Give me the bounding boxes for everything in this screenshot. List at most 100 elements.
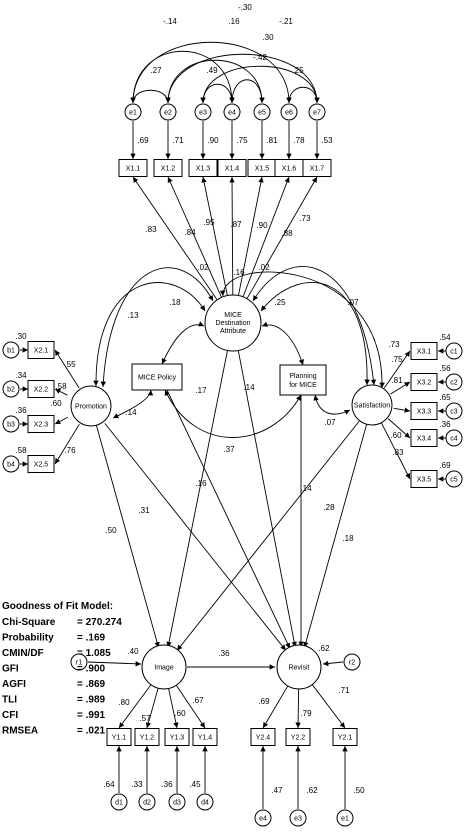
x1-error-5-label: e5 [258, 110, 266, 117]
y2-error-3-label: e1 [341, 816, 349, 823]
x1-covariance-value: -.30 [238, 3, 252, 12]
promotion-to-x2-path-3 [54, 416, 69, 425]
x3-error-variance: .69 [439, 461, 451, 470]
x1-loading-value: .87 [230, 220, 242, 229]
satisfaction-circle [351, 384, 393, 426]
indicator-x1-7-label: X1.7 [310, 166, 325, 173]
indicator-x1-1-label: X1.1 [126, 166, 141, 173]
indicator-x3-3-label: X3.3 [417, 409, 432, 416]
mice-to-x1-path-6 [242, 176, 290, 297]
indicator-y1-4-box [192, 728, 218, 746]
planning-for-mice-box [279, 364, 327, 396]
image-label: Image [154, 665, 174, 672]
revisit-to-y2-path-3 [311, 683, 346, 729]
mice-to-x1-path-7 [246, 176, 318, 299]
x1-error-2-label: e2 [164, 110, 172, 117]
y1-error-variance: .45 [189, 780, 201, 789]
planning-revisit-value: .14 [300, 484, 312, 493]
y1-error-4-circle [196, 793, 214, 811]
x1-covariance-value: -.14 [163, 17, 177, 26]
policy-revisit-value: .16 [195, 479, 207, 488]
y1-error-1-label: d1 [115, 800, 123, 807]
image-to-y1-path-1 [118, 683, 152, 729]
satisfaction-to-image-path [176, 420, 360, 651]
x1-error-3-circle [194, 103, 212, 121]
satisfaction-image-value: .28 [323, 503, 335, 512]
y1-loading-value: .67 [192, 696, 204, 705]
fit-stat-value: = 270.274 [77, 617, 122, 628]
indicator-y2-3-box [332, 728, 358, 746]
x1-covariance-value: .30 [262, 33, 274, 42]
r2-value: .62 [318, 644, 330, 653]
promotion-to-image-path [96, 425, 160, 648]
y2-error-variance: .47 [271, 786, 283, 795]
indicator-x2-1-label: X2.1 [34, 348, 49, 355]
x1-loading-value: .88 [281, 229, 293, 238]
indicator-x3-3-box [410, 402, 438, 420]
x1-error-4-circle [223, 103, 241, 121]
x1-loading-value: .95 [203, 218, 215, 227]
y2-error-1-label: e4 [259, 816, 267, 823]
fit-stat-value: = .021 [77, 726, 106, 737]
x1-error-covariance-6 [130, 89, 171, 104]
revisit-to-y2-path-1 [262, 684, 289, 729]
x2-error-2-circle [2, 380, 20, 398]
y2-error-1-circle [254, 809, 272, 827]
mice-to-x1-path-4 [229, 176, 235, 296]
x1-loading-value: .90 [256, 221, 268, 230]
x1-covariance-value: -.21 [279, 17, 293, 26]
mice-policy-box [131, 363, 183, 391]
r2-to-revisit-path [322, 660, 344, 667]
promotion-to-x2-path-4 [54, 423, 80, 465]
mice-promotion-covariance-outer [100, 267, 214, 388]
x3-error-variance: .65 [439, 393, 451, 402]
indicator-x3-5-box [410, 470, 438, 488]
fit-stat-value: = .991 [77, 710, 106, 721]
planning-satisfaction-value: .07 [324, 418, 336, 427]
x3-error-3-label: c3 [450, 409, 458, 416]
x3-loading-value: .60 [390, 431, 402, 440]
image-circle [141, 644, 187, 690]
indicator-x1-5-label: X1.5 [255, 166, 270, 173]
x1-error-covariance-1 [130, 50, 235, 104]
indicator-x1-3-label: X1.3 [196, 166, 211, 173]
indicator-y1-4-label: Y1.4 [198, 735, 213, 742]
x1-error-variance: .69 [137, 136, 149, 145]
mice-satisfaction-covariance-top [219, 271, 385, 389]
x2-loading-value: .58 [55, 382, 67, 391]
satisfaction-to-x3-path-1 [383, 350, 411, 389]
fit-stat-value: = .989 [77, 695, 106, 706]
mice-policy-label: MICE Policy [138, 375, 177, 382]
x1-error-2-circle [159, 103, 177, 121]
indicator-x2-4-box [27, 455, 55, 473]
indicator-x2-3-box [27, 415, 55, 433]
y2-loading-value: .69 [258, 697, 270, 706]
indicator-x1-2-box [153, 159, 183, 177]
x2-error-3-label: b3 [7, 422, 15, 429]
indicator-y1-2-box [134, 728, 160, 746]
x1-covariance-value: .25 [292, 66, 304, 75]
x3-error-4-circle [445, 429, 463, 447]
promotion-policy-value: .14 [125, 408, 137, 417]
x1-error-covariance-9 [286, 86, 320, 104]
y1-error-variance: .64 [103, 780, 115, 789]
fit-stat-name: RMSEA [2, 726, 38, 737]
x3-error-variance: .36 [439, 420, 451, 429]
promotion-policy-covariance [112, 389, 154, 419]
mice-to-revisit-path [237, 350, 297, 648]
x1-error-covariance-2 [130, 41, 292, 104]
x2-loading-value: .76 [64, 446, 76, 455]
indicator-x1-4-label: X1.4 [225, 166, 240, 173]
indicator-x1-1-box [118, 159, 148, 177]
indicator-y2-2-label: Y2.2 [291, 735, 306, 742]
x3-loading-value: .73 [388, 340, 400, 349]
planning-for-mice-label: Planning [289, 373, 316, 380]
x1-error-1-label: e1 [129, 110, 137, 117]
x2-error-3-circle [2, 415, 20, 433]
r1-to-image-path [87, 661, 142, 667]
y1-error-3-label: d3 [173, 800, 181, 807]
x3-loading-value: .83 [392, 448, 404, 457]
y2-error-2-circle [289, 809, 307, 827]
y1-error-3-circle [168, 793, 186, 811]
promotion-revisit-value: .31 [138, 506, 150, 515]
